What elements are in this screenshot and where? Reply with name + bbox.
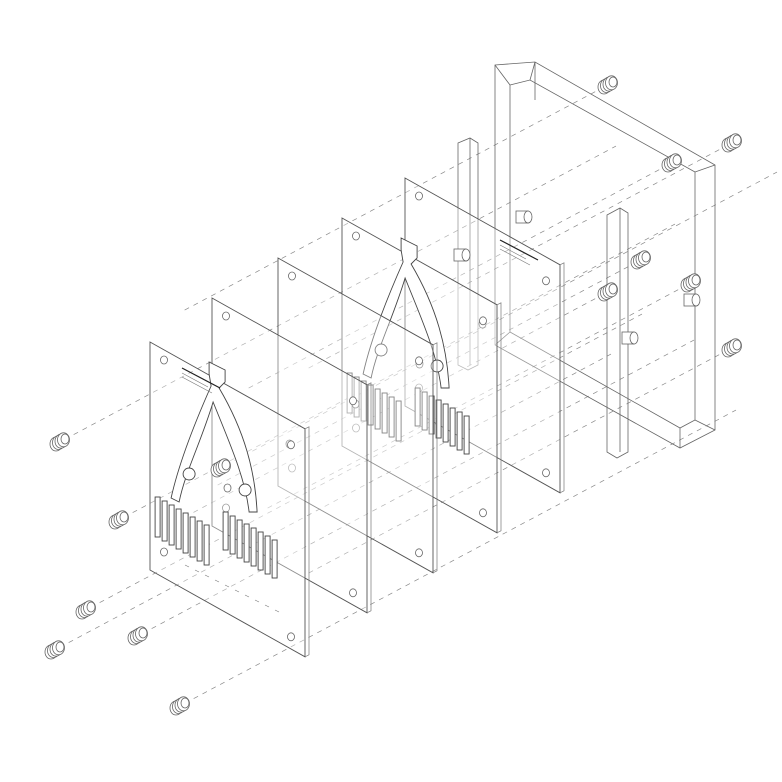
tick-mark xyxy=(194,569,200,573)
screw-hole xyxy=(160,355,168,365)
screw-icon xyxy=(108,510,129,530)
back-frame xyxy=(494,61,716,449)
screw-icon xyxy=(680,273,701,293)
tick-mark xyxy=(254,599,260,603)
channel-fin xyxy=(222,511,229,551)
channel-fin xyxy=(243,523,250,563)
channel-fin xyxy=(421,391,428,431)
channel-fin xyxy=(229,515,236,555)
plate-label xyxy=(181,367,221,394)
pin xyxy=(621,331,639,345)
channel-fin xyxy=(346,372,353,414)
screw-icon xyxy=(721,133,742,153)
plate-label xyxy=(499,239,539,266)
screw-hole xyxy=(479,316,487,326)
channel-fin xyxy=(388,396,395,438)
screw-icon xyxy=(721,338,742,358)
channel-fin xyxy=(367,384,374,426)
plate xyxy=(341,217,502,534)
channel-fin xyxy=(264,535,271,575)
screw-hole xyxy=(349,588,357,598)
channel-fin xyxy=(257,531,264,571)
pin xyxy=(683,293,701,307)
tick-mark xyxy=(184,564,190,568)
tick-mark xyxy=(204,574,210,578)
screw-hole xyxy=(352,231,360,241)
screw-icon xyxy=(630,250,651,270)
channel-fin xyxy=(456,411,463,451)
channel-fin xyxy=(463,415,470,455)
channel-fin xyxy=(428,395,435,435)
channel-fin xyxy=(154,496,161,538)
branching-channel xyxy=(346,237,470,455)
tick-mark xyxy=(214,579,220,583)
screw-hole xyxy=(287,632,295,642)
plates xyxy=(149,177,565,658)
screw-icon xyxy=(49,432,70,452)
channel-fin xyxy=(381,392,388,434)
screw-hole xyxy=(542,468,550,478)
channel-fin xyxy=(250,527,257,567)
channel-fin xyxy=(203,524,210,566)
screw-hole xyxy=(349,396,357,406)
pin xyxy=(453,248,471,262)
channel-fin xyxy=(182,512,189,554)
screw-hole xyxy=(415,191,423,201)
channel-fin xyxy=(449,407,456,447)
tick-mark xyxy=(244,594,250,598)
vertical-bars xyxy=(457,137,629,459)
screw-icon xyxy=(210,458,231,478)
channel-fin xyxy=(161,500,168,542)
pin xyxy=(515,210,533,224)
screw-hole xyxy=(160,547,168,557)
tick-mark xyxy=(224,584,230,588)
channel-fin xyxy=(395,400,402,442)
screw-hole xyxy=(479,508,487,518)
channel-fin xyxy=(360,380,367,422)
screw-icon xyxy=(597,75,618,95)
channel-fin xyxy=(168,504,175,546)
channel-fin xyxy=(236,519,243,559)
screw-hole xyxy=(542,276,550,286)
screw-hole xyxy=(415,356,423,366)
screw-hole xyxy=(287,440,295,450)
screws xyxy=(44,75,742,716)
screw-icon xyxy=(597,282,618,302)
screw-icon xyxy=(44,640,65,660)
plate xyxy=(277,257,438,574)
channel-fin xyxy=(271,539,278,579)
channel-fin xyxy=(435,399,442,439)
screw-icon xyxy=(127,626,148,646)
tick-mark xyxy=(274,609,280,613)
tick-mark xyxy=(234,589,240,593)
screw-hole xyxy=(222,311,230,321)
screw-hole xyxy=(288,463,296,473)
tick-mark xyxy=(264,604,270,608)
screw-hole xyxy=(288,271,296,281)
screw-icon xyxy=(169,696,190,716)
channel-fin xyxy=(196,520,203,562)
screw-icon xyxy=(661,153,682,173)
plate xyxy=(149,341,310,658)
screw-icon xyxy=(75,600,96,620)
channel-fin xyxy=(374,388,381,430)
screw-hole xyxy=(352,423,360,433)
screw-hole xyxy=(223,483,232,493)
branching-channel xyxy=(154,361,278,579)
channel-fin xyxy=(442,403,449,443)
channel-fin xyxy=(189,516,196,558)
channel-fin xyxy=(414,387,421,427)
channel-fin xyxy=(175,508,182,550)
screw-hole xyxy=(415,548,423,558)
